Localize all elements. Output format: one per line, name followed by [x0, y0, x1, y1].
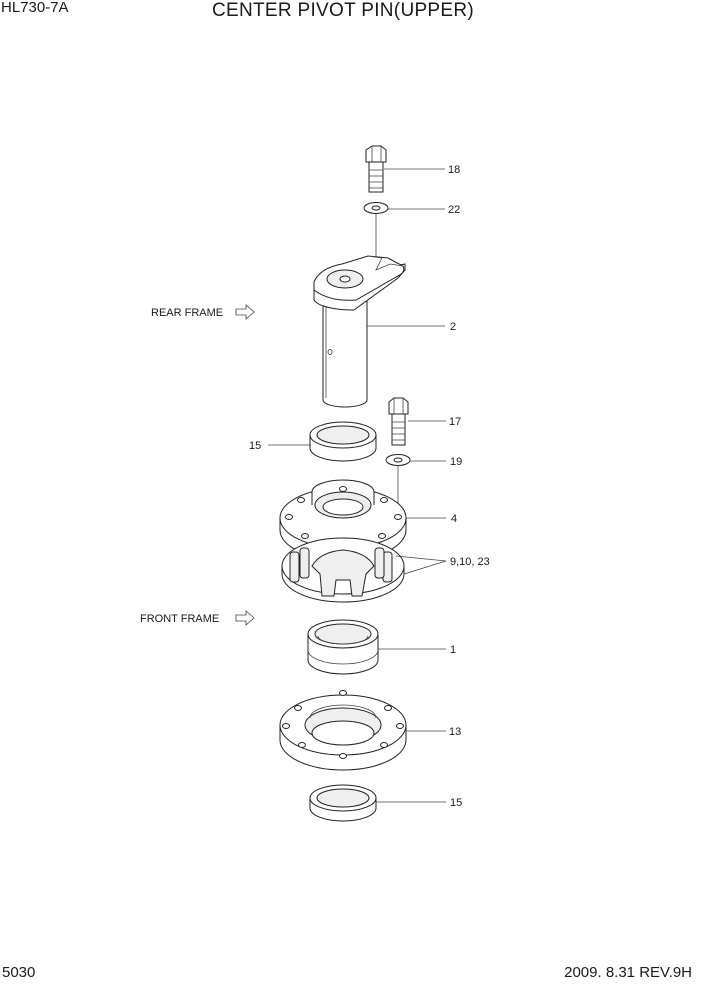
model-number: HL730-7A — [1, 0, 69, 16]
rear-frame-label: REAR FRAME — [151, 307, 223, 319]
callout-4: 4 — [451, 513, 457, 525]
callout-15-upper: 15 — [249, 440, 261, 452]
shims-9-10-23 — [281, 537, 405, 603]
bushing-1 — [307, 619, 379, 675]
callout-15-lower: 15 — [450, 797, 462, 809]
rear-frame-arrow-icon — [235, 304, 255, 320]
callout-19: 19 — [450, 456, 462, 468]
washer-22 — [363, 202, 389, 214]
callout-13: 13 — [449, 726, 461, 738]
pin-2 — [313, 255, 406, 408]
washer-19 — [385, 454, 411, 466]
seal-15-upper — [309, 421, 377, 462]
revision-date: 2009. 8.31 REV.9H — [564, 964, 692, 981]
callout-17: 17 — [449, 416, 461, 428]
callout-18: 18 — [448, 164, 460, 176]
front-frame-label: FRONT FRAME — [140, 613, 219, 625]
callout-1: 1 — [450, 644, 456, 656]
bolt-18 — [365, 145, 387, 193]
page-title: CENTER PIVOT PIN(UPPER) — [212, 0, 475, 21]
seal-15-lower — [309, 784, 377, 822]
bolt-17 — [388, 397, 409, 446]
callout-22: 22 — [448, 204, 460, 216]
callout-9-10-23: 9,10, 23 — [450, 556, 490, 568]
front-frame-arrow-icon — [235, 610, 255, 626]
callout-2: 2 — [450, 321, 456, 333]
page-number: 5030 — [2, 964, 36, 981]
housing-13 — [279, 690, 407, 771]
leader-9-10-23 — [395, 555, 447, 575]
